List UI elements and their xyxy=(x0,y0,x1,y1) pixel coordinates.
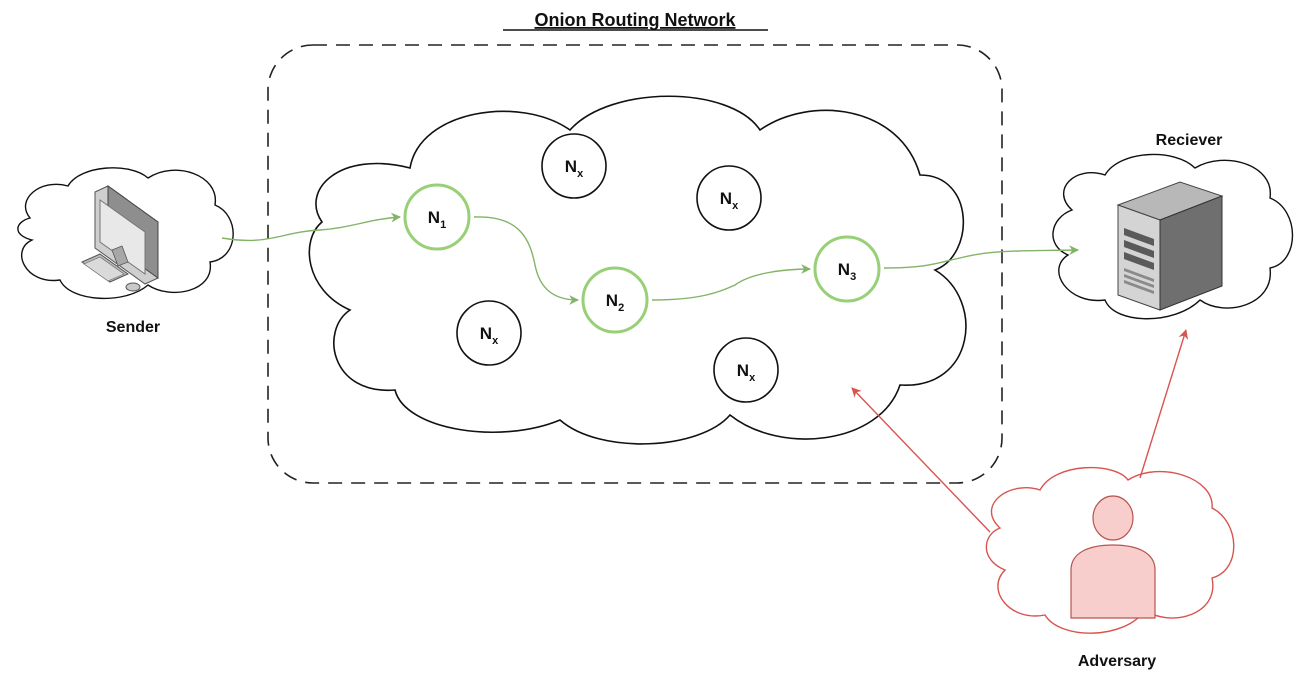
arrow-n2-to-n3 xyxy=(651,264,811,301)
node-nx-sub: x xyxy=(492,335,499,347)
arrow-adversary-to-network xyxy=(851,387,991,533)
node-nx-base: N xyxy=(737,361,749,380)
receiver-label: Reciever xyxy=(1156,132,1223,149)
arrow-n1-to-n2 xyxy=(473,216,579,305)
node-n3-sub: 3 xyxy=(850,271,856,283)
arrow-adversary-to-receiver xyxy=(1139,329,1189,479)
node-nx-sub: x xyxy=(577,168,584,180)
node-n3: N3 xyxy=(813,235,881,303)
node-nx-base: N xyxy=(480,324,492,343)
person-icon xyxy=(1070,495,1156,619)
svg-text:Nx: Nx xyxy=(737,361,756,384)
node-nx: Nx xyxy=(696,165,762,231)
node-n1: N1 xyxy=(403,183,471,251)
computer-icon xyxy=(80,185,159,292)
node-nx-base: N xyxy=(720,189,732,208)
adversary-label: Adversary xyxy=(1078,653,1156,670)
server-icon xyxy=(1116,181,1224,311)
node-nx-base: N xyxy=(565,157,577,176)
node-n1-base: N xyxy=(428,208,440,227)
diagram-title: Onion Routing Network xyxy=(535,10,737,30)
sender-label: Sender xyxy=(106,319,160,336)
node-nx-sub: x xyxy=(732,200,739,212)
node-n2: N2 xyxy=(581,266,649,334)
node-n1-sub: 1 xyxy=(440,219,446,231)
svg-text:Nx: Nx xyxy=(565,157,584,180)
svg-text:Nx: Nx xyxy=(720,189,739,212)
node-nx-sub: x xyxy=(749,372,756,384)
node-nx: Nx xyxy=(456,300,522,366)
node-nx: Nx xyxy=(541,133,607,199)
arrow-sender-to-n1 xyxy=(221,212,401,242)
arrow-n3-to-receiver xyxy=(883,245,1079,269)
svg-text:N1: N1 xyxy=(428,208,446,231)
svg-text:N3: N3 xyxy=(838,260,856,283)
node-n2-base: N xyxy=(606,291,618,310)
node-n2-sub: 2 xyxy=(618,302,624,314)
svg-text:N2: N2 xyxy=(606,291,624,314)
svg-text:Nx: Nx xyxy=(480,324,499,347)
node-n3-base: N xyxy=(838,260,850,279)
node-nx: Nx xyxy=(713,337,779,403)
network-boundary xyxy=(267,44,1003,484)
